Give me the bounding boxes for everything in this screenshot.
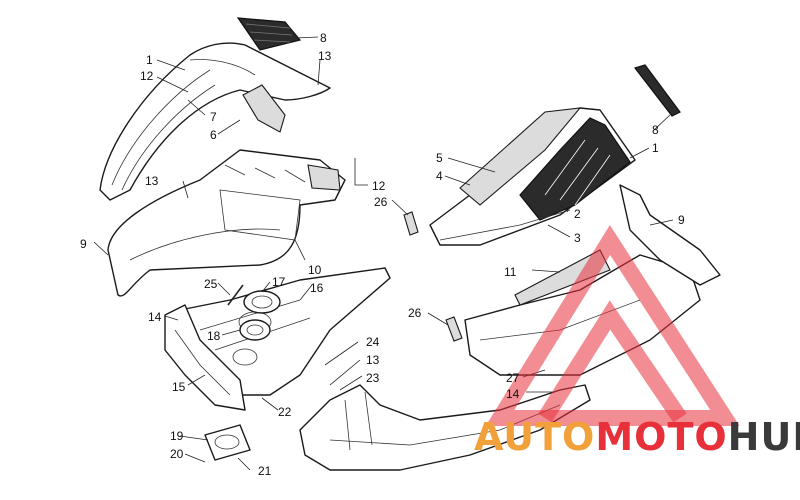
callout-18: 18 bbox=[207, 329, 221, 343]
left-gasket-18 bbox=[239, 319, 271, 341]
callout-20: 20 bbox=[170, 447, 184, 461]
callout-8-right: 8 bbox=[652, 123, 659, 137]
callout-10: 10 bbox=[308, 263, 322, 277]
center-bottom-pan-part bbox=[299, 384, 591, 471]
callout-25: 25 bbox=[204, 277, 218, 291]
callout-13-top: 13 bbox=[318, 49, 332, 63]
left-duct-part bbox=[164, 304, 246, 411]
callout-1-left: 1 bbox=[146, 53, 153, 67]
callout-14-left: 14 bbox=[148, 310, 162, 324]
watermark-logo-triangle bbox=[485, 225, 740, 426]
right-console-part bbox=[619, 184, 721, 286]
callout-13-mid: 13 bbox=[145, 174, 159, 188]
callout-27: 27 bbox=[506, 371, 520, 385]
callout-5: 5 bbox=[436, 151, 443, 165]
callout-14-right: 14 bbox=[506, 387, 520, 401]
callout-8-left: 8 bbox=[320, 31, 327, 45]
left-hood-part bbox=[99, 42, 331, 201]
left-gasket-17 bbox=[243, 290, 281, 314]
callout-7: 7 bbox=[210, 110, 217, 124]
watermark: AUTOMOTOHUB bbox=[474, 225, 800, 459]
callout-9-left: 9 bbox=[80, 237, 87, 251]
watermark-text: AUTOMOTOHUB bbox=[474, 415, 800, 459]
callout-12-left: 12 bbox=[140, 69, 154, 83]
callout-16: 16 bbox=[310, 281, 324, 295]
callout-22: 22 bbox=[278, 405, 292, 419]
right-bolt-26-upper bbox=[403, 211, 419, 236]
callout-13-low: 13 bbox=[366, 353, 380, 367]
callout-15: 15 bbox=[172, 380, 186, 394]
callout-labels: 1 12 7 6 8 13 13 12 26 9 10 25 17 16 14 … bbox=[80, 31, 685, 478]
watermark-text-auto: AUTO bbox=[474, 415, 595, 459]
callout-24: 24 bbox=[366, 335, 380, 349]
callout-26-upper: 26 bbox=[374, 195, 388, 209]
callout-1-right: 1 bbox=[652, 141, 659, 155]
callout-17: 17 bbox=[272, 275, 286, 289]
left-gasket-19 bbox=[204, 424, 251, 461]
left-console-part bbox=[107, 149, 346, 297]
watermark-text-hub: HUB bbox=[728, 415, 800, 459]
callout-21: 21 bbox=[258, 464, 272, 478]
right-vent-grille-part bbox=[633, 64, 681, 117]
callout-9-right: 9 bbox=[678, 213, 685, 227]
callout-4: 4 bbox=[436, 169, 443, 183]
callout-2: 2 bbox=[574, 207, 581, 221]
right-hood-part bbox=[429, 107, 636, 246]
callout-19: 19 bbox=[170, 429, 184, 443]
right-bolt-26-lower bbox=[445, 316, 463, 342]
callout-26-lower: 26 bbox=[408, 306, 422, 320]
left-vent-grille-part bbox=[236, 17, 302, 51]
leader-lines bbox=[93, 36, 674, 471]
callout-3: 3 bbox=[574, 231, 581, 245]
callout-23: 23 bbox=[366, 371, 380, 385]
callout-11: 11 bbox=[504, 265, 517, 279]
callout-6: 6 bbox=[210, 128, 217, 142]
callout-12-right: 12 bbox=[372, 179, 386, 193]
watermark-text-moto: MOTO bbox=[595, 415, 727, 459]
left-bolt-25 bbox=[227, 284, 244, 306]
left-bracket-part bbox=[242, 84, 286, 133]
